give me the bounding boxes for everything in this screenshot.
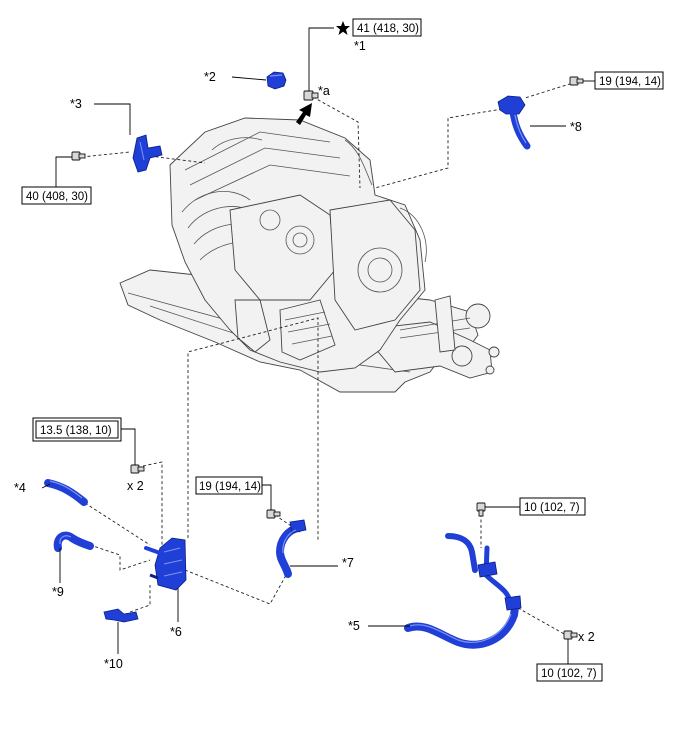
quantity-label-part-5: x 2 [578, 630, 595, 644]
torque-box-part-5-top: 10 (102, 7) [519, 497, 586, 516]
bolt-icon [266, 509, 281, 519]
bolt-icon [71, 151, 86, 161]
bolt-icon [476, 502, 486, 517]
part-label-5: *5 [348, 619, 360, 633]
part-label-10: *10 [104, 657, 123, 671]
part-7-hose [276, 519, 307, 578]
part-label-a: *a [318, 84, 330, 98]
torque-value: 10 (102, 7) [524, 502, 580, 514]
part-4-hose [44, 479, 88, 506]
part-label-8: *8 [570, 120, 582, 134]
torque-box-part-1: 41 (418, 30) [352, 18, 422, 37]
part-label-3: *3 [70, 97, 82, 111]
engine-assembly [119, 117, 500, 393]
part-label-4: *4 [14, 481, 26, 495]
torque-value: 19 (194, 14) [199, 481, 261, 493]
part-label-2: *2 [204, 70, 216, 84]
connection-lines [81, 81, 577, 636]
torque-box-part-3: 40 (408, 30) [21, 186, 92, 205]
bolt-icon [563, 630, 578, 640]
torque-value: 41 (418, 30) [357, 23, 419, 35]
torque-value: 13.5 (138, 10) [40, 425, 112, 437]
torque-value: 19 (194, 14) [599, 76, 661, 88]
torque-value: 40 (408, 30) [26, 191, 88, 203]
part-5-pipe-assembly [404, 533, 522, 649]
torque-value: 10 (102, 7) [541, 668, 597, 680]
part-label-6: *6 [170, 625, 182, 639]
leader-lines [41, 27, 595, 664]
part-10-bracket [103, 608, 139, 623]
part-label-1: *1 [354, 39, 366, 53]
part-2-cap [266, 71, 287, 90]
torque-box-part-5-bottom: 10 (102, 7) [536, 663, 603, 682]
part-label-9: *9 [52, 585, 64, 599]
torque-box-part-7: 19 (194, 14) [195, 476, 263, 495]
arrow-icon [296, 103, 312, 125]
part-label-7: *7 [342, 556, 354, 570]
torque-box-part-8: 19 (194, 14) [594, 71, 664, 90]
part-9-hose [53, 531, 94, 552]
part-6-oil-cooler [144, 537, 187, 591]
star-icon [336, 21, 350, 35]
torque-box-part-6: 13.5 (138, 10) [32, 417, 122, 442]
bolt-icon [130, 464, 145, 474]
quantity-label-part-6: x 2 [127, 479, 144, 493]
bolt-icon [569, 76, 584, 86]
part-8-water-outlet [497, 95, 531, 150]
part-3-bracket [132, 134, 163, 173]
bolt-icon [303, 90, 319, 101]
